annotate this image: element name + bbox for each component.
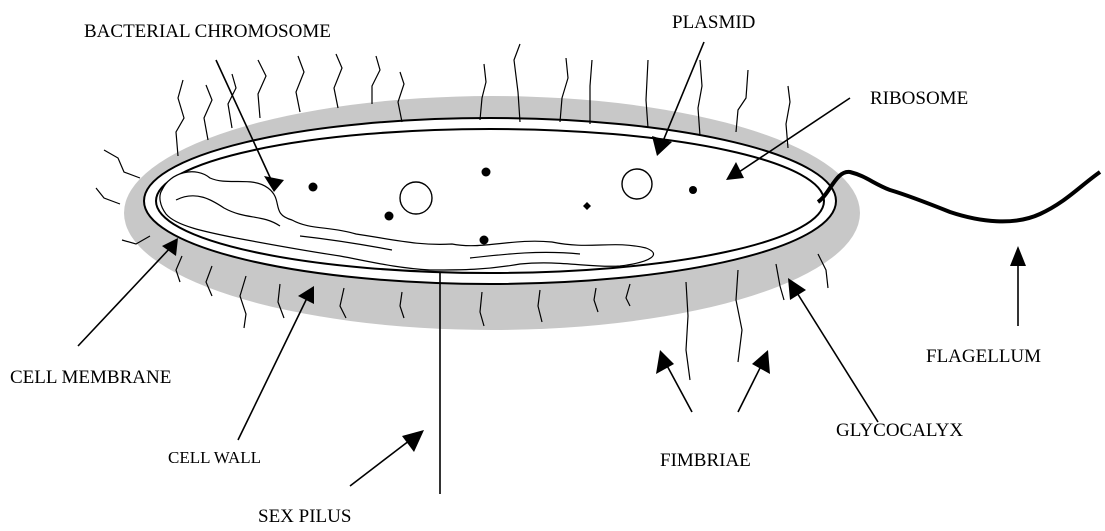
pointer-glycocalyx xyxy=(788,278,878,422)
label-fimbriae: FIMBRIAE xyxy=(660,450,751,471)
label-cell-membrane: CELL MEMBRANE xyxy=(10,367,171,388)
pointer-fimbriae-left xyxy=(656,350,692,412)
pointer-fimbriae-right xyxy=(738,350,770,412)
label-ribosome: RIBOSOME xyxy=(870,88,968,109)
label-sex-pilus: SEX PILUS xyxy=(258,506,351,527)
flagellum xyxy=(818,172,1100,222)
plasmid-circle-left xyxy=(400,182,432,214)
plasmid-circle-right xyxy=(622,169,652,199)
label-bacterial-chromosome: BACTERIAL CHROMOSOME xyxy=(84,21,331,42)
label-flagellum: FLAGELLUM xyxy=(926,346,1041,367)
pointer-flagellum xyxy=(1010,246,1026,326)
pointer-sex-pilus xyxy=(350,430,424,486)
label-plasmid: PLASMID xyxy=(672,12,755,33)
label-glycocalyx: GLYCOCALYX xyxy=(836,420,963,441)
label-cell-wall: CELL WALL xyxy=(168,448,261,467)
